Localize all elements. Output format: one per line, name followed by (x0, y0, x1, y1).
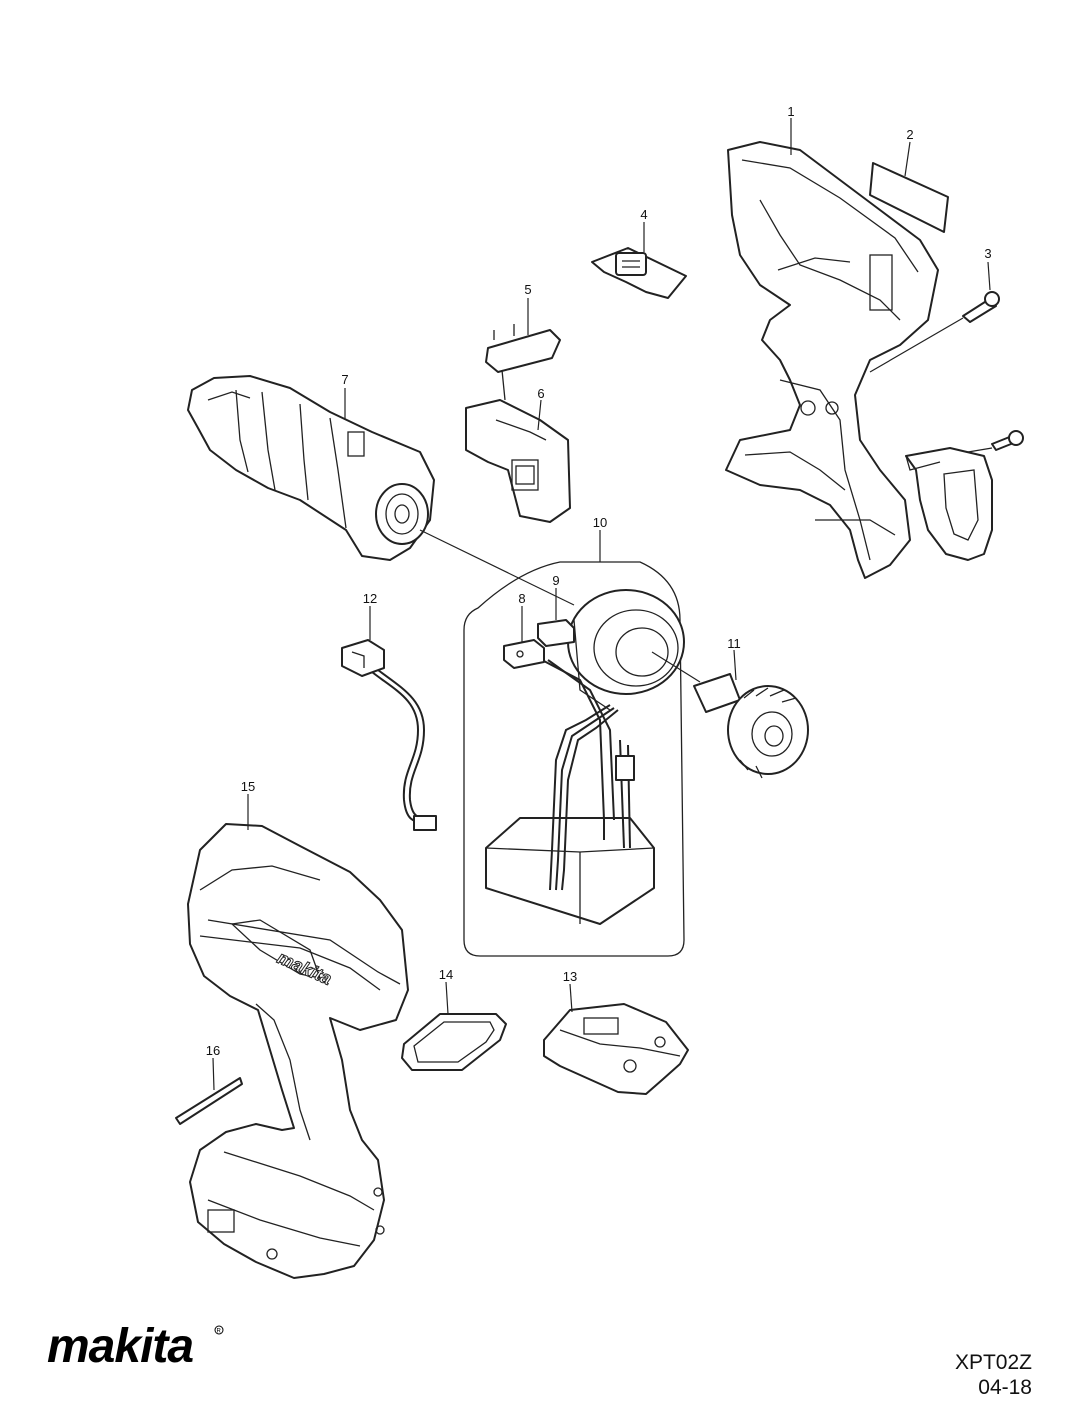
callout-7: 7 (341, 372, 348, 387)
part-6-trigger-switch (465, 399, 571, 523)
part-15-housing-set: makita (187, 823, 409, 1279)
part-11-rotor (651, 651, 809, 779)
callout-9: 9 (552, 573, 559, 588)
part-2-label (869, 162, 949, 233)
callout-11: 11 (727, 636, 741, 651)
part-7-gear-assembly (187, 375, 435, 561)
part-10-group-outline (463, 561, 685, 957)
callout-10: 10 (593, 515, 607, 530)
makita-logo: makita R (47, 1320, 224, 1370)
model-revision: 04-18 (978, 1376, 1032, 1399)
part-1-housing-right (725, 141, 939, 579)
part-14-pad (401, 1013, 507, 1071)
callout-15: 15 (241, 779, 255, 794)
model-info: XPT02Z 04-18 (955, 1350, 1032, 1400)
part-9-sensor (537, 619, 575, 647)
belt-hook (905, 447, 993, 561)
motor-wires (541, 659, 635, 891)
callout-13: 13 (563, 969, 577, 984)
callout-6: 6 (537, 386, 544, 401)
callout-3: 3 (984, 246, 991, 261)
svg-text:makita: makita (47, 1320, 193, 1370)
callout-4: 4 (640, 207, 647, 222)
model-code: XPT02Z (954, 1351, 1032, 1374)
callout-12: 12 (363, 591, 377, 606)
part-16-label (175, 1077, 243, 1125)
part-4-switch-lever (591, 247, 687, 299)
part-8-sensor (503, 639, 545, 669)
callout-14: 14 (439, 967, 453, 982)
part-3-screw (962, 291, 1000, 323)
callout-16: 16 (206, 1043, 220, 1058)
part-12-terminal-cable (341, 639, 437, 831)
callout-8: 8 (518, 591, 525, 606)
svg-text:R: R (217, 1329, 222, 1335)
controller-box (485, 817, 655, 925)
callout-1: 1 (787, 104, 794, 119)
callout-2: 2 (906, 127, 913, 142)
callout-5: 5 (524, 282, 531, 297)
part-13-battery-terminal (543, 1003, 689, 1095)
part-5-reversing-button (485, 324, 561, 401)
